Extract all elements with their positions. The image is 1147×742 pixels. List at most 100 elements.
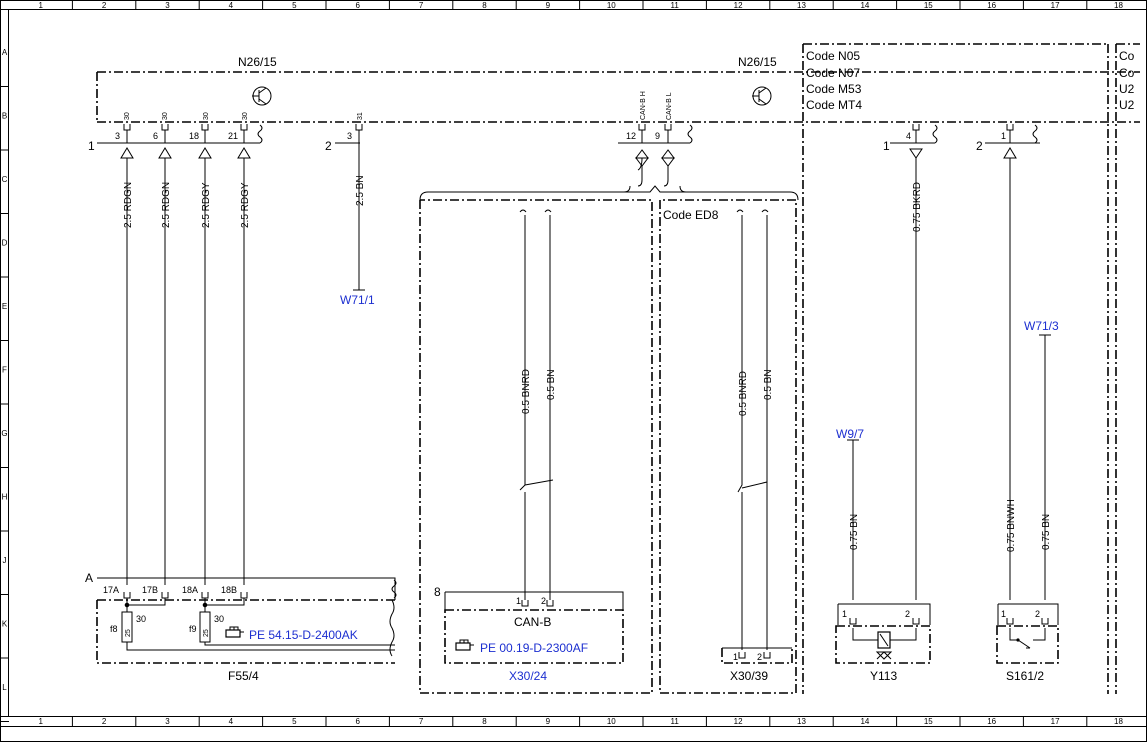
pin-num-4: 4	[906, 131, 911, 141]
solenoid-valve-icon	[852, 628, 917, 660]
pin-30-c: 30	[203, 112, 210, 120]
bottom-ruler	[0, 716, 1147, 727]
fuse-connector-break	[391, 579, 397, 599]
row-label-F: F	[2, 365, 7, 374]
connector-a-label: A	[85, 571, 93, 585]
s161-label: S161/2	[1006, 669, 1044, 683]
transistor-icon	[252, 86, 272, 106]
can-b-pin-1: 1	[516, 596, 521, 606]
bottom-column-label-13: 13	[797, 717, 806, 726]
connector-1-label: 1	[88, 139, 95, 153]
connector-s161-label: 2	[976, 139, 983, 153]
can-b-sockets	[521, 600, 554, 607]
top-column-label-18: 18	[1114, 1, 1123, 10]
left-ruler	[0, 9, 9, 717]
fuse-pin-17a: 17A	[103, 585, 119, 595]
bottom-column-label-15: 15	[924, 717, 933, 726]
bottom-column-label-14: 14	[860, 717, 869, 726]
x30-24-link[interactable]: X30/24	[509, 669, 547, 683]
top-column-label-1: 1	[38, 1, 43, 10]
transistor-icon	[752, 86, 772, 106]
y113-pin-1: 1	[842, 609, 847, 619]
top-column-label-10: 10	[607, 1, 616, 10]
wire-label-2: 2.5 RDGN	[161, 182, 172, 228]
pin-num-3: 3	[115, 131, 120, 141]
top-column-label-7: 7	[419, 1, 424, 10]
can-right-box	[659, 199, 797, 694]
row-label-C: C	[2, 175, 8, 184]
pin-num-1: 1	[1001, 131, 1006, 141]
ref-w9-7-link[interactable]: W9/7	[836, 427, 864, 441]
y113-connector-bar	[837, 603, 931, 625]
pe-x30-link[interactable]: PE 00.19-D-2300AF	[480, 641, 588, 655]
edge-label-1: Co	[1119, 49, 1135, 63]
row-label-A: A	[2, 48, 8, 57]
f55-label: F55/4	[228, 669, 259, 683]
fuse-f9-rating: 25	[203, 629, 210, 637]
wire-label-4: 2.5 RDGY	[240, 182, 251, 228]
wire-label-3: 2.5 RDGY	[201, 182, 212, 228]
x30-39-sockets	[738, 652, 771, 659]
fuse-block-outline	[96, 599, 395, 664]
row-label-B: B	[2, 111, 7, 120]
top-ruler	[0, 0, 1147, 10]
s161-sockets	[1006, 618, 1049, 625]
pin-31: 31	[357, 112, 364, 120]
ref-w71-3-link[interactable]: W71/3	[1024, 319, 1059, 333]
can-b-label: CAN-B	[514, 615, 551, 629]
code-box-outline	[802, 43, 1109, 694]
top-column-label-12: 12	[734, 1, 743, 10]
fuse-f9-label: f9	[189, 624, 197, 634]
bottom-column-label-2: 2	[102, 717, 107, 726]
y113-sockets	[849, 618, 920, 625]
bottom-column-label-17: 17	[1051, 717, 1060, 726]
pe-f55-link[interactable]: PE 54.15-D-2400AK	[249, 628, 358, 642]
top-column-label-6: 6	[355, 1, 360, 10]
wire-label-12: 0.75 BNWH	[1006, 499, 1017, 552]
switch-icon	[1009, 628, 1046, 649]
pin-30-d: 30	[242, 112, 249, 120]
row-label-J: J	[3, 556, 7, 565]
s161-pin-1: 1	[1001, 609, 1006, 619]
x30-24-outline	[444, 609, 624, 664]
top-column-label-8: 8	[482, 1, 487, 10]
top-column-label-14: 14	[860, 1, 869, 10]
pin-num-6: 6	[153, 131, 158, 141]
pin-can-l: CAN-B L	[666, 92, 673, 120]
wire-label-1: 2.5 RDGN	[123, 182, 134, 228]
ref-w71-1-link[interactable]: W71/1	[340, 293, 375, 307]
fuse-pin-18a: 18A	[182, 585, 198, 595]
wire-label-9: 0.5 BN	[763, 369, 774, 400]
pin-num-3b: 3	[347, 131, 352, 141]
bottom-column-label-1: 1	[38, 717, 43, 726]
bottom-column-label-3: 3	[165, 717, 170, 726]
x30-39-label: X30/39	[730, 669, 768, 683]
n26-module-outline	[96, 71, 1140, 123]
fuse-internals	[121, 598, 395, 651]
bottom-column-label-7: 7	[419, 717, 424, 726]
hand-pointer-icon	[455, 639, 474, 651]
row-label-H: H	[2, 492, 8, 501]
top-column-label-2: 2	[102, 1, 107, 10]
top-column-label-16: 16	[987, 1, 996, 10]
fuse-f8-label: f8	[110, 624, 118, 634]
n26-label-left: N26/15	[238, 55, 277, 69]
pin-sockets	[123, 124, 1038, 144]
top-column-label-9: 9	[546, 1, 551, 10]
pin-30-b: 30	[162, 112, 169, 120]
bottom-column-label-5: 5	[292, 717, 297, 726]
wire-label-6: 0.5 BNRD	[521, 369, 532, 414]
bottom-column-label-9: 9	[546, 717, 551, 726]
row-label-E: E	[2, 302, 7, 311]
row-label-L: L	[2, 683, 7, 692]
pin-num-21: 21	[228, 131, 238, 141]
top-column-label-3: 3	[165, 1, 170, 10]
pin-num-18: 18	[189, 131, 199, 141]
top-column-label-5: 5	[292, 1, 297, 10]
can-group-bracket	[419, 185, 799, 201]
edge-label-3: U2	[1119, 82, 1135, 96]
fuse-f8-rating: 25	[125, 629, 132, 637]
bottom-column-label-6: 6	[355, 717, 360, 726]
top-column-label-11: 11	[671, 1, 680, 10]
